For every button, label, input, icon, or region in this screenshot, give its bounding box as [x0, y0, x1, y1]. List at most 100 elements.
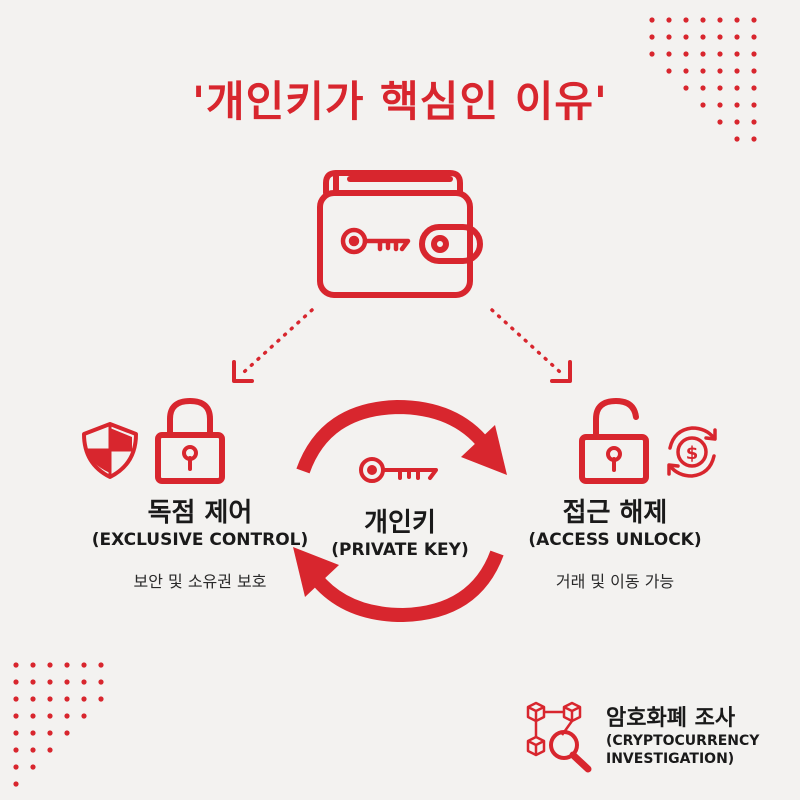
access-unlock-title: 접근 해제 — [562, 498, 668, 528]
exclusive-control-description: 보안 및 소유권 보호 — [133, 572, 267, 591]
cycle-arrow-bottom — [309, 550, 504, 623]
decor-dot — [98, 679, 104, 685]
cycle-arrow-top — [296, 399, 491, 474]
decor-dot — [734, 51, 740, 57]
brand-title: 암호화폐 조사 — [606, 706, 736, 731]
decor-dot — [717, 68, 723, 74]
exclusive-control-title: 독점 제어 — [147, 498, 253, 528]
decor-dot — [649, 17, 655, 23]
decor-dot — [64, 730, 70, 736]
decor-dot — [64, 713, 70, 719]
decor-dot — [64, 662, 70, 668]
decor-dot — [98, 662, 104, 668]
decor-dot — [666, 34, 672, 40]
decor-dot — [30, 713, 36, 719]
decor-dot — [751, 102, 757, 108]
decor-dot — [30, 764, 36, 770]
decor-dot — [649, 51, 655, 57]
decor-dot — [700, 17, 706, 23]
decor-dot — [751, 51, 757, 57]
decor-dot — [751, 68, 757, 74]
decor-dot — [683, 17, 689, 23]
decor-dot — [13, 713, 19, 719]
decor-dot — [751, 136, 757, 142]
decor-dot — [717, 34, 723, 40]
decor-dot — [734, 17, 740, 23]
decor-dot — [700, 51, 706, 57]
decor-dot — [734, 34, 740, 40]
decor-dot — [717, 85, 723, 91]
decor-dot — [81, 713, 87, 719]
decor-dot — [700, 102, 706, 108]
decor-dot — [734, 68, 740, 74]
decor-dot — [30, 679, 36, 685]
decor-dot — [717, 102, 723, 108]
decor-dot — [649, 34, 655, 40]
decor-dot — [700, 68, 706, 74]
brand-subtitle: (CRYPTOCURRENCY INVESTIGATION) — [606, 732, 759, 768]
decor-dot — [13, 662, 19, 668]
decor-dot — [666, 17, 672, 23]
decor-dot — [683, 68, 689, 74]
decor-dot — [13, 696, 19, 702]
decor-dot — [47, 730, 53, 736]
lock-closed-icon — [155, 397, 225, 484]
decor-dot — [734, 119, 740, 125]
decor-dot — [734, 85, 740, 91]
decor-dot — [734, 136, 740, 142]
brand-subtitle-line1: (CRYPTOCURRENCY — [606, 733, 760, 749]
decor-dot — [81, 662, 87, 668]
page-title: '개인키가 핵심인 이유' — [192, 77, 608, 126]
brand-subtitle-line2: INVESTIGATION) — [606, 751, 735, 767]
lock-open-icon — [579, 397, 649, 484]
decor-dot — [47, 662, 53, 668]
decor-dot — [13, 781, 19, 787]
decor-dot — [751, 34, 757, 40]
dotted-arrow-right — [490, 308, 562, 374]
decor-dot — [81, 679, 87, 685]
decor-dot — [751, 17, 757, 23]
wallet-icon — [317, 170, 483, 298]
decor-dot — [47, 747, 53, 753]
decor-dot — [751, 119, 757, 125]
decor-dot — [30, 747, 36, 753]
decor-dot — [700, 85, 706, 91]
shield-icon — [82, 422, 138, 479]
private-key-icon — [359, 457, 438, 483]
decor-dot — [717, 51, 723, 57]
decor-dot — [717, 17, 723, 23]
decor-dot — [30, 662, 36, 668]
decor-dot — [47, 713, 53, 719]
private-key-title: 개인키 — [364, 508, 436, 538]
decor-dot — [13, 747, 19, 753]
decor-dot — [666, 68, 672, 74]
private-key-subtitle: (PRIVATE KEY) — [331, 540, 469, 560]
decor-dot — [734, 102, 740, 108]
decor-dot — [700, 34, 706, 40]
decor-dot — [64, 679, 70, 685]
decor-dot — [13, 764, 19, 770]
decor-dot — [683, 85, 689, 91]
blockchain-magnifier-icon — [526, 701, 592, 773]
exclusive-control-subtitle: (EXCLUSIVE CONTROL) — [91, 530, 309, 550]
decor-dot — [683, 51, 689, 57]
decor-dot — [30, 696, 36, 702]
decor-dot — [81, 696, 87, 702]
decor-dot — [47, 696, 53, 702]
wallet-key-icon — [340, 227, 411, 255]
dotted-arrow-left — [242, 308, 314, 374]
access-unlock-description: 거래 및 이동 가능 — [555, 572, 675, 591]
svg-text:$: $ — [686, 443, 699, 464]
access-unlock-subtitle: (ACCESS UNLOCK) — [528, 530, 702, 550]
decor-dot — [683, 34, 689, 40]
decor-dot — [666, 51, 672, 57]
decor-dot — [30, 730, 36, 736]
decor-dot — [717, 119, 723, 125]
decor-dot — [751, 85, 757, 91]
decor-dot — [13, 679, 19, 685]
decor-dot — [47, 679, 53, 685]
cycle-arrows — [293, 399, 507, 623]
currency-exchange-icon: $ — [667, 426, 717, 478]
